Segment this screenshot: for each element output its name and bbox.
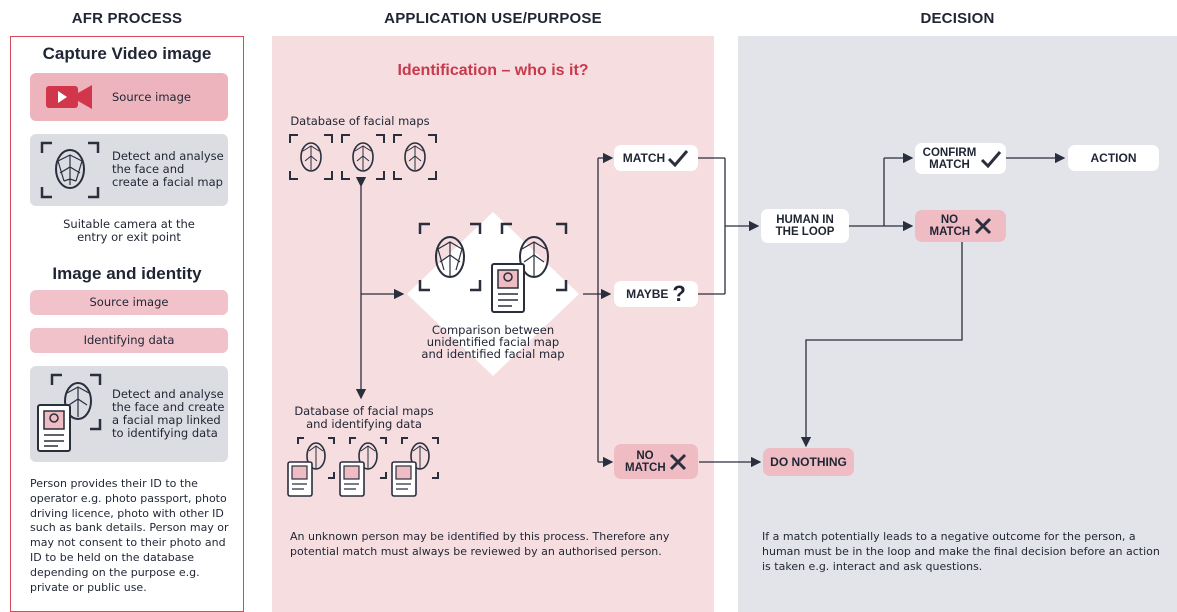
checkmark-icon (980, 150, 1001, 168)
no-match-label-middle: NO MATCH (625, 449, 666, 474)
cross-icon (974, 217, 991, 235)
match-label: MATCH (622, 151, 666, 165)
identification-title: Identification – who is it? (397, 62, 589, 79)
face-id-icon (37, 373, 102, 452)
identifying-data-bar: Identifying data (30, 328, 228, 353)
middle-note: An unknown person may be identified by t… (290, 530, 670, 558)
no-match-node-middle: NO MATCH (614, 444, 698, 479)
person-note: Person provides their ID to the operator… (30, 477, 229, 594)
capture-title: Capture Video image (42, 44, 212, 63)
video-camera-icon (46, 85, 92, 109)
database-faces-id-icons (287, 437, 439, 497)
detect-box (30, 134, 228, 206)
detect-label: Detect and analyse the face and create a… (112, 149, 224, 189)
comparison-label: Comparison between unidentified facial m… (421, 323, 565, 361)
human-in-loop-label: HUMAN IN THE LOOP (775, 214, 835, 238)
detect-linked-label: Detect and analyse the face and create a… (112, 387, 225, 440)
maybe-label: MAYBE (626, 287, 669, 301)
decision-note: If a match potentially leads to a negati… (762, 530, 1160, 573)
source-image-bar: Source image (30, 290, 228, 315)
decision-panel (738, 36, 1177, 612)
header-afr-process: AFR PROCESS (71, 10, 183, 27)
afr-process-panel (10, 36, 244, 612)
checkmark-icon (668, 150, 689, 167)
database-facial-maps-label: Database of facial maps (290, 114, 430, 128)
do-nothing-node: DO NOTHING (763, 448, 854, 476)
camera-note: Suitable camera at the entry or exit poi… (63, 217, 195, 244)
confirm-match-node: CONFIRM MATCH (915, 143, 1006, 174)
header-decision: DECISION (920, 10, 995, 27)
face-scan-icon (40, 141, 100, 199)
maybe-node: MAYBE ? (614, 281, 698, 307)
header-application: APPLICATION USE/PURPOSE (384, 10, 602, 27)
question-mark-icon: ? (672, 281, 686, 306)
action-label: ACTION (1090, 151, 1137, 165)
confirm-match-label: CONFIRM MATCH (922, 146, 977, 171)
action-node: ACTION (1068, 145, 1159, 171)
database-identifying-label: Database of facial maps and identifying … (294, 404, 434, 431)
no-match-node-right: NO MATCH (915, 210, 1006, 242)
comparison-faces-icon (418, 222, 568, 313)
no-match-label-right: NO MATCH (929, 214, 971, 238)
identity-title: Image and identity (52, 264, 202, 283)
database-faces-icons (289, 134, 437, 180)
source-image-label: Source image (112, 90, 191, 104)
cross-icon (669, 453, 687, 470)
human-in-loop-node: HUMAN IN THE LOOP (761, 209, 849, 243)
do-nothing-label: DO NOTHING (770, 455, 847, 469)
match-node: MATCH (614, 145, 698, 171)
